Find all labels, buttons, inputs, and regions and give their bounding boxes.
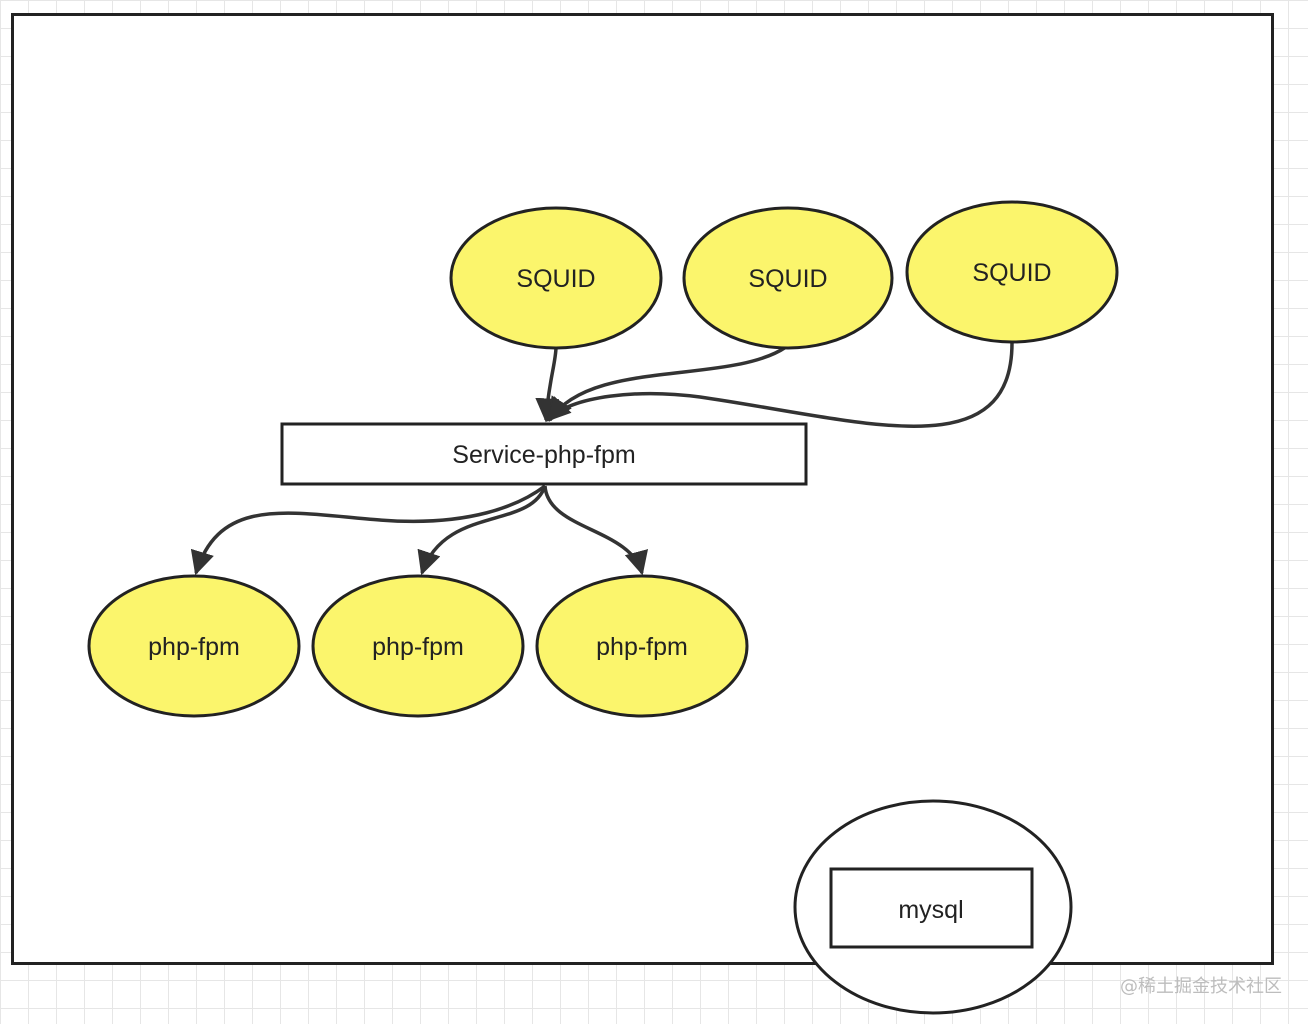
edge-service-php3 <box>543 485 648 576</box>
squid-2-label: SQUID <box>748 265 827 293</box>
edge-service-php2 <box>417 485 547 576</box>
squid-node-1: SQUID <box>449 206 663 350</box>
php-fpm-node-2: php-fpm <box>311 574 525 718</box>
squid-1-label: SQUID <box>516 265 595 293</box>
php-2-label: php-fpm <box>372 633 464 661</box>
php-fpm-node-3: php-fpm <box>535 574 749 718</box>
edge-squid1-service <box>535 346 560 423</box>
php-fpm-node-1: php-fpm <box>87 574 301 718</box>
service-php-fpm-node: Service-php-fpm <box>280 422 808 486</box>
squid-3-label: SQUID <box>972 259 1051 287</box>
edge-squid3-service <box>546 342 1014 428</box>
edge-squid2-service <box>548 345 787 423</box>
php-1-label: php-fpm <box>148 633 240 661</box>
squid-node-3: SQUID <box>905 200 1119 344</box>
edge-service-php1 <box>190 484 547 576</box>
service-label: Service-php-fpm <box>452 441 635 469</box>
mysql-label: mysql <box>898 896 963 924</box>
php-3-label: php-fpm <box>596 633 688 661</box>
mysql-node: mysql <box>793 799 1073 1015</box>
squid-node-2: SQUID <box>682 206 894 350</box>
mysql-box <box>829 867 1034 949</box>
watermark: @稀土掘金技术社区 <box>1120 976 1282 997</box>
diagram-frame <box>11 13 1274 965</box>
